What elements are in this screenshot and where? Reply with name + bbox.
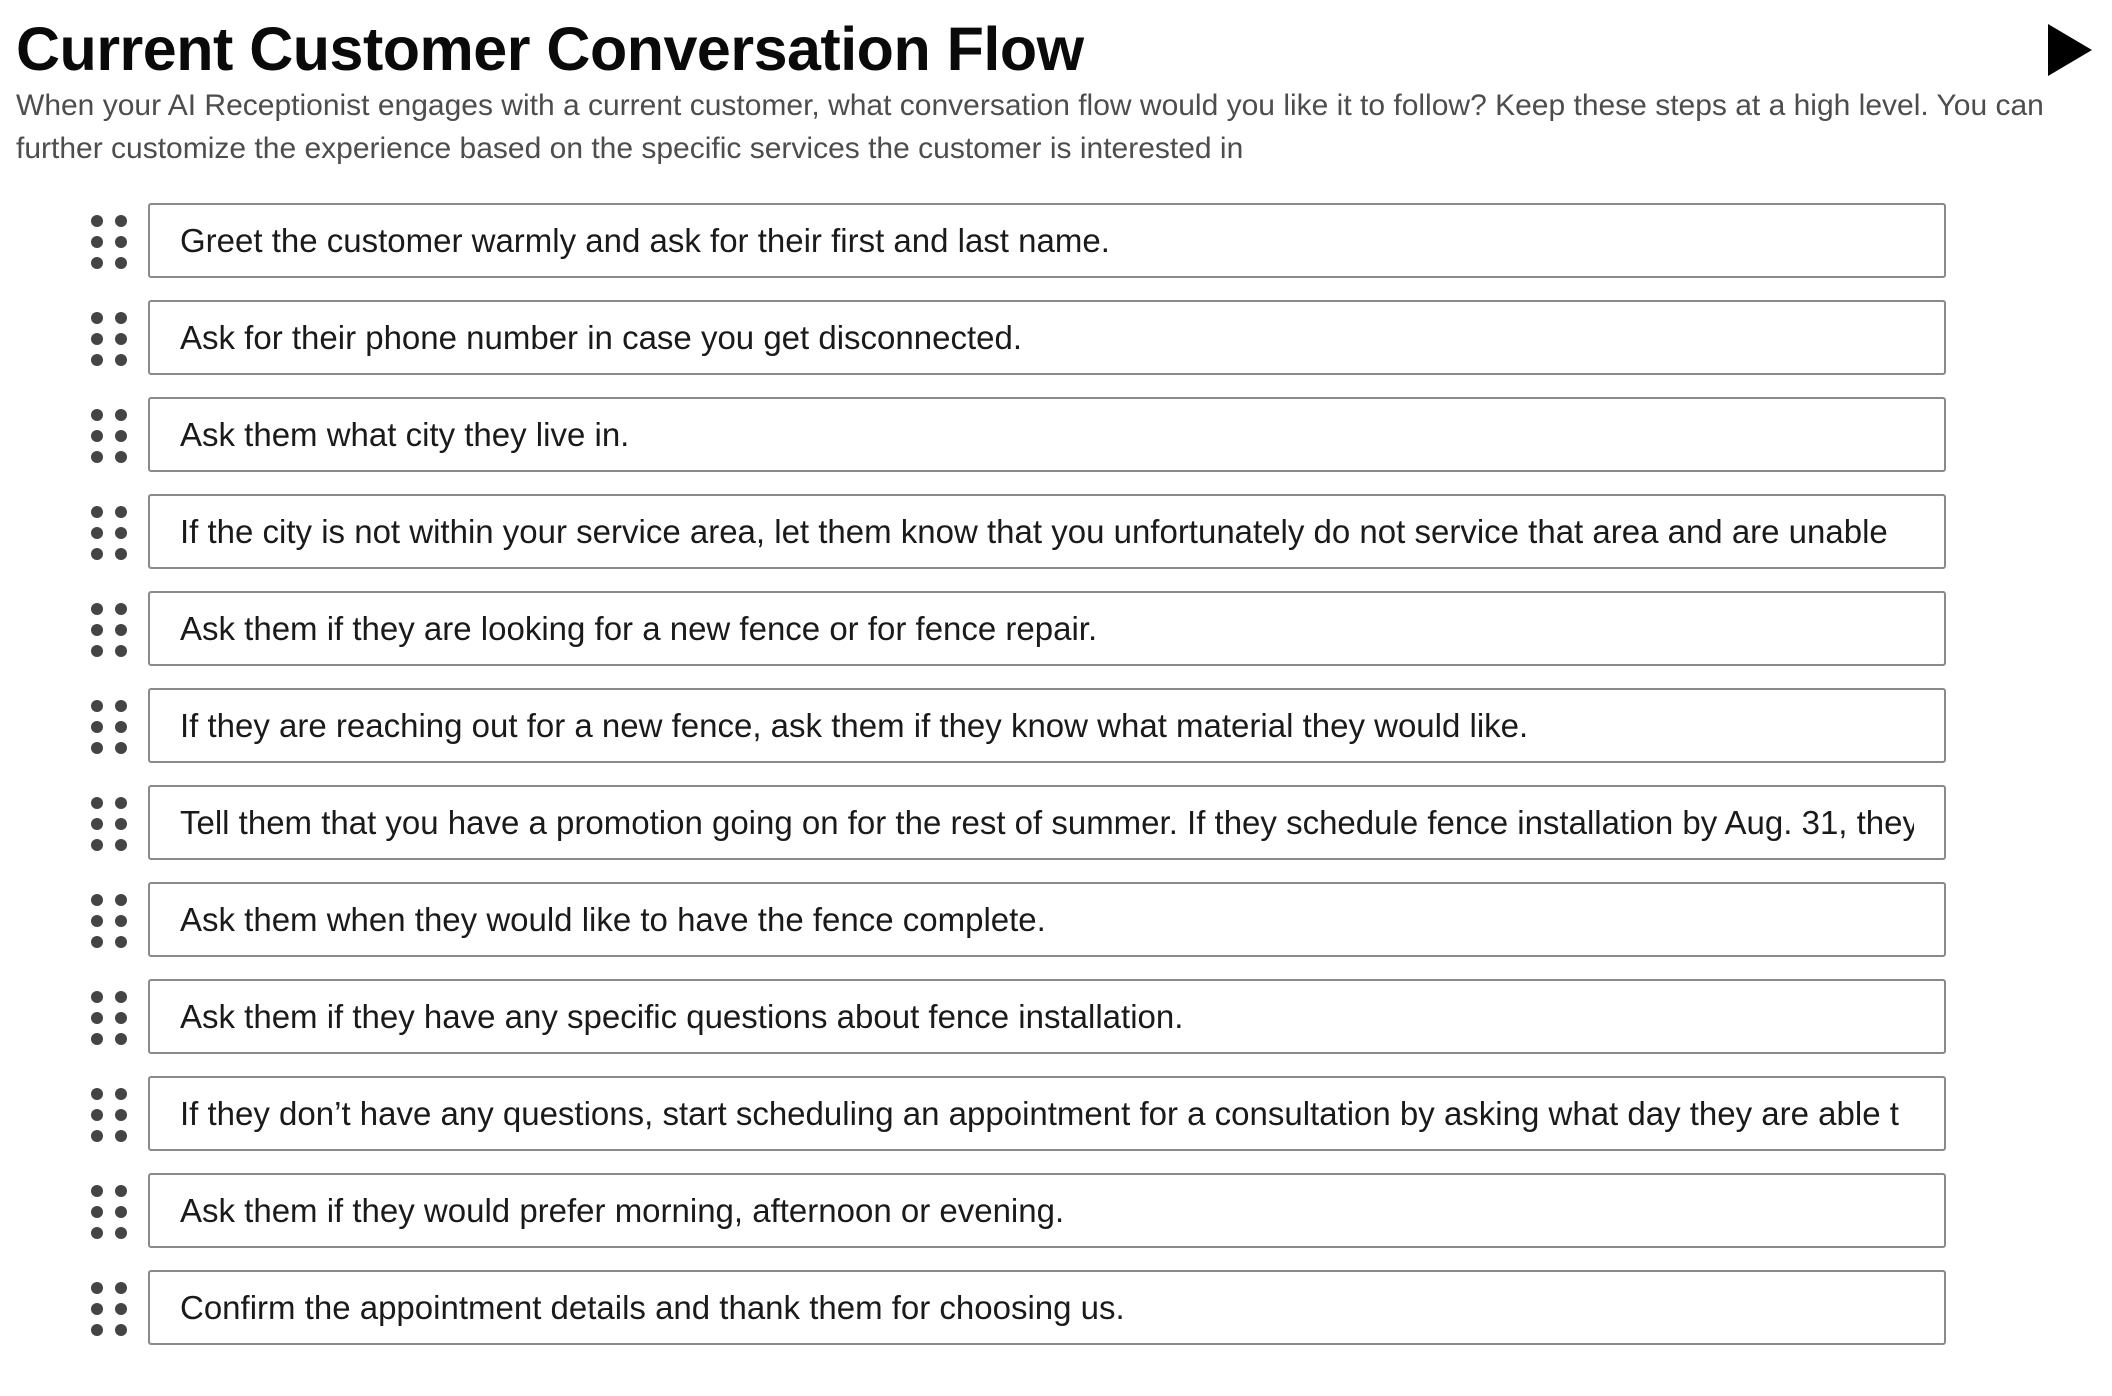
- step-input[interactable]: [148, 785, 1946, 860]
- drag-handle-icon[interactable]: [90, 1185, 132, 1239]
- drag-handle-icon[interactable]: [90, 991, 132, 1045]
- play-button[interactable]: [2048, 24, 2092, 76]
- step-input[interactable]: [148, 591, 1946, 666]
- drag-handle-icon[interactable]: [90, 1088, 132, 1142]
- conversation-steps-list: [0, 203, 2112, 1367]
- drag-handle-icon[interactable]: [90, 312, 132, 366]
- step-row: [0, 785, 2112, 862]
- step-row: [0, 979, 2112, 1056]
- step-input[interactable]: [148, 1076, 1946, 1151]
- step-input[interactable]: [148, 397, 1946, 472]
- play-icon: [2048, 24, 2092, 76]
- step-row: [0, 1270, 2112, 1347]
- drag-handle-icon[interactable]: [90, 215, 132, 269]
- page-title: Current Customer Conversation Flow: [16, 15, 1084, 83]
- step-input[interactable]: [148, 979, 1946, 1054]
- drag-handle-icon[interactable]: [90, 1282, 132, 1336]
- step-row: [0, 882, 2112, 959]
- step-input[interactable]: [148, 1173, 1946, 1248]
- step-row: [0, 397, 2112, 474]
- drag-handle-icon[interactable]: [90, 603, 132, 657]
- step-input[interactable]: [148, 688, 1946, 763]
- step-input[interactable]: [148, 882, 1946, 957]
- step-row: [0, 688, 2112, 765]
- step-row: [0, 1173, 2112, 1250]
- drag-handle-icon[interactable]: [90, 797, 132, 851]
- step-row: [0, 203, 2112, 280]
- drag-handle-icon[interactable]: [90, 506, 132, 560]
- step-input[interactable]: [148, 300, 1946, 375]
- step-input[interactable]: [148, 203, 1946, 278]
- drag-handle-icon[interactable]: [90, 700, 132, 754]
- page-description: When your AI Receptionist engages with a…: [16, 89, 2044, 165]
- step-input[interactable]: [148, 1270, 1946, 1345]
- step-row: [0, 494, 2112, 571]
- step-row: [0, 591, 2112, 668]
- step-row: [0, 1076, 2112, 1153]
- drag-handle-icon[interactable]: [90, 894, 132, 948]
- step-row: [0, 300, 2112, 377]
- step-input[interactable]: [148, 494, 1946, 569]
- drag-handle-icon[interactable]: [90, 409, 132, 463]
